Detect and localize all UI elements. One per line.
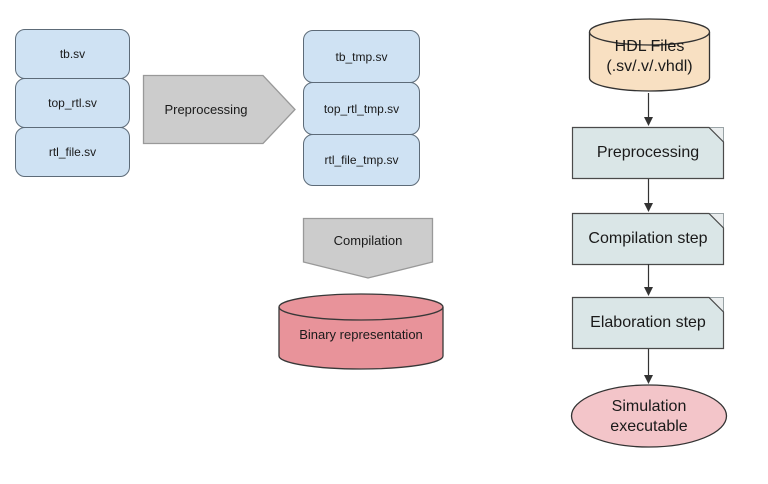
- binary-cylinder-shape: [278, 293, 444, 370]
- flow-step-elaboration-label: Elaboration step: [590, 314, 706, 331]
- tmp-file-card: rtl_file_tmp.sv: [303, 134, 420, 186]
- compilation-arrow-label: Compilation: [333, 232, 403, 248]
- simulation-line1: Simulation: [611, 397, 687, 415]
- tmp-file-label: tb_tmp.sv: [335, 49, 388, 64]
- tmp-file-label: rtl_file_tmp.sv: [324, 153, 399, 167]
- compilation-arrow-shape: [302, 217, 434, 279]
- flow-step-preprocessing-label: Preprocessing: [596, 144, 700, 161]
- source-file-card: rtl_file.sv: [15, 127, 130, 177]
- simulation-executable-label: Simulation executable: [570, 384, 728, 449]
- flow-step-elaboration-shape: [571, 296, 725, 350]
- flow-arrow: [644, 93, 653, 126]
- flow-step-compilation-shape: [571, 212, 725, 266]
- source-file-card: top_rtl.sv: [15, 78, 130, 128]
- hdl-files-line2: (.sv/.v/.vhdl): [606, 58, 693, 75]
- flow-step-compilation-label: Compilation step: [588, 230, 708, 247]
- source-file-label: tb.sv: [59, 47, 86, 61]
- simulation-executable-shape: [570, 384, 728, 448]
- tmp-file-card: tb_tmp.sv: [303, 30, 420, 83]
- tmp-file-label: top_rtl_tmp.sv: [323, 101, 400, 116]
- source-file-label: top_rtl.sv: [48, 96, 97, 110]
- flow-arrow: [644, 264, 653, 296]
- tmp-file-card: top_rtl_tmp.sv: [303, 82, 420, 135]
- flow-step-preprocessing-shape: [571, 126, 725, 180]
- preprocessing-arrow-shape: [142, 74, 296, 145]
- binary-cylinder-label: Binary representation: [299, 326, 423, 342]
- flow-arrow: [644, 349, 653, 384]
- hdl-files-line1: HDL Files: [614, 38, 685, 55]
- preprocessing-arrow-label: Preprocessing: [164, 102, 248, 117]
- source-file-label: rtl_file.sv: [48, 145, 97, 159]
- flow-arrow: [644, 179, 653, 212]
- source-file-card: tb.sv: [15, 29, 130, 79]
- hdl-files-cylinder-label: HDL Files (.sv/.v/.vhdl): [588, 28, 711, 86]
- hdl-files-cylinder-shape: [588, 18, 711, 92]
- simulation-line2: executable: [610, 417, 688, 435]
